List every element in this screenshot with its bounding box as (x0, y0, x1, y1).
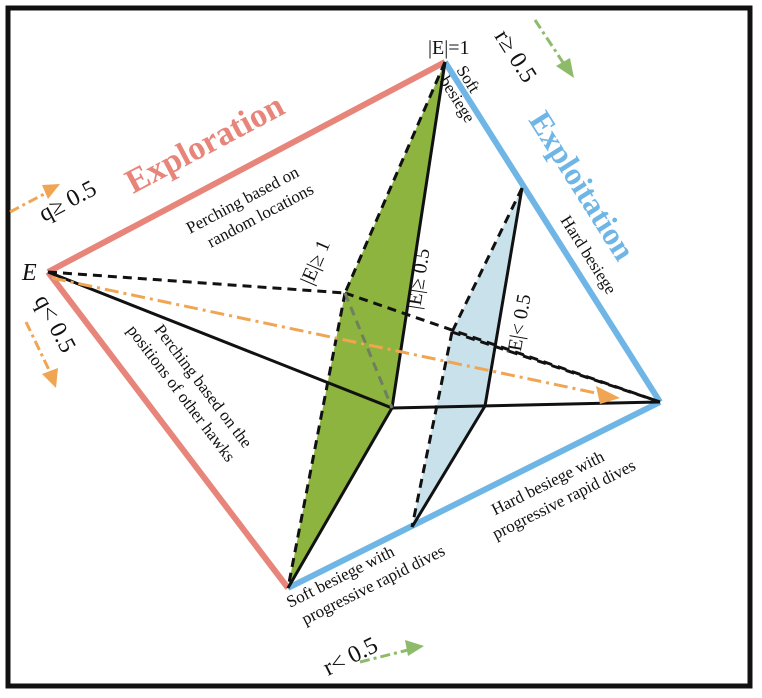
r-lt-arrow (359, 640, 424, 664)
outer-border (5, 5, 753, 689)
q-lt-arrow-head (42, 368, 58, 388)
r-ge-arrow-head (556, 58, 574, 78)
q-ge-arrow-shaft (9, 190, 49, 214)
r-ge-arrow (533, 19, 574, 78)
q-lt-arrow (24, 321, 58, 388)
perch-random-text: Perching based on random locations (183, 162, 317, 251)
exploitation-edge-bottom (286, 399, 662, 591)
q-ge-arrow (9, 184, 60, 214)
orange-arrow-shaft (51, 276, 606, 397)
exploration-edge-bottom (45, 270, 291, 590)
exploitation-edge-top (442, 60, 663, 404)
solid-line-blue-bottom (410, 405, 487, 528)
blue-region (412, 188, 522, 527)
orange-dashdot-arrow (51, 276, 620, 404)
exploration-edge-top (46, 59, 447, 275)
solid-line-center-right (391, 400, 661, 410)
solid-line-e-center (47, 270, 393, 410)
dashed-line-green-bottom (286, 292, 347, 589)
e-ge1-label: |E|≥ 1 (296, 237, 335, 288)
r-ge-arrow-shaft (533, 19, 566, 65)
dashed-line-blue-top (450, 187, 524, 333)
q-ge-label: q≥ 0.5 (35, 176, 101, 228)
r-lt-arrow-head (405, 640, 424, 656)
dashed-line-blue-left (410, 331, 454, 528)
e-lt05-label: |E|< 0.5 (503, 292, 535, 356)
e-top-label: |E|=1 (428, 37, 470, 59)
r-lt-arrow-shaft (359, 648, 409, 664)
r-ge-label: r≥ 0.5 (489, 25, 542, 87)
perch-hawks-text: Perching based on the positions of other… (123, 321, 256, 466)
dashed-line-top-green (343, 61, 447, 294)
solid-line-center-bottom (286, 407, 394, 589)
q-lt-arrow-shaft (24, 321, 52, 373)
e-vertex-label: E (21, 260, 37, 286)
dashed-lines (47, 61, 661, 589)
dashed-line-grey (343, 292, 394, 409)
dashed-line-blue-right (451, 330, 661, 404)
dashed-line-e-green (47, 270, 346, 295)
green-region (288, 62, 445, 588)
r-lt-label: r< 0.5 (319, 632, 382, 681)
solid-line-blue-right (483, 187, 524, 407)
orange-arrow-head (596, 386, 620, 404)
q-ge-arrow-head (42, 184, 60, 199)
